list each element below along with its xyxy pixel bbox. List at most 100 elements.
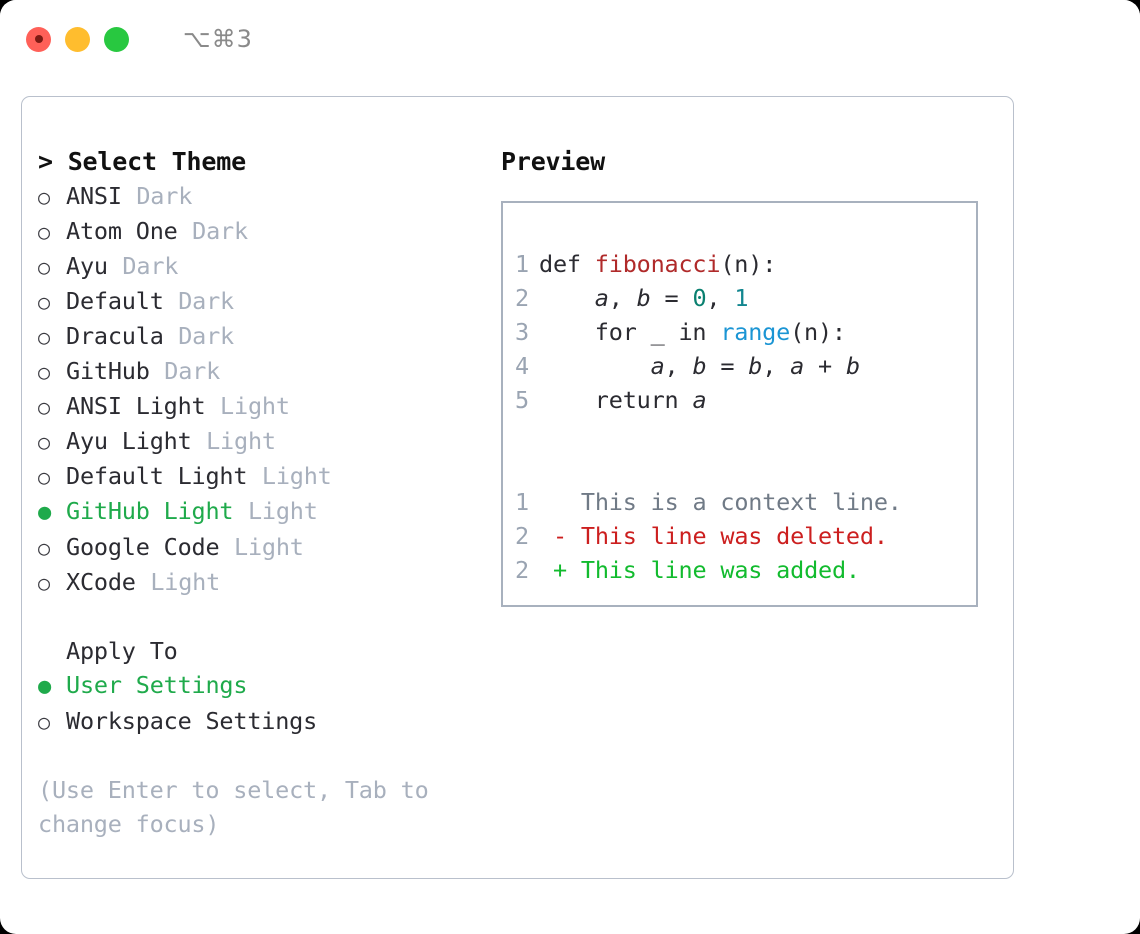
diff-line-number: 2 [515,522,529,550]
radio-unselected-icon[interactable]: ○ [38,185,50,209]
theme-variant-label: Light [234,533,304,561]
diff-text: This line was added. [566,556,860,584]
code-token: a [650,352,665,380]
code-token: range [720,318,791,346]
code-token: a [790,352,805,380]
title-bar: ⌥⌘3 [0,0,1140,78]
theme-name: Ayu [66,252,108,280]
list-spacer [38,600,488,634]
apply-to-item[interactable]: ● User Settings [38,668,488,704]
theme-name: Google Code [66,533,220,561]
theme-name: Default Light [66,462,248,490]
code-token: a [692,386,707,414]
code-token: b [692,352,707,380]
theme-name: GitHub Light [66,497,234,525]
theme-list-item[interactable]: ○ GitHub Dark [38,354,488,389]
radio-unselected-icon[interactable]: ○ [38,290,50,314]
apply-to-list: ● User Settings ○ Workspace Settings [38,668,488,739]
theme-variant-label: Dark [122,252,179,280]
theme-list-item[interactable]: ○ Ayu Dark [38,249,488,284]
radio-selected-icon[interactable]: ● [38,674,52,699]
code-token: for _ in [539,318,721,346]
close-button-icon[interactable] [26,26,51,52]
diff-sign [539,485,567,519]
code-line-content: def fibonacci(n): [539,247,776,281]
theme-name: XCode [66,568,136,596]
theme-name: ANSI [66,182,122,210]
radio-unselected-icon[interactable]: ○ [38,465,50,489]
theme-list-item[interactable]: ○ Dracula Dark [38,319,488,354]
theme-variant-label: Dark [178,322,234,350]
select-theme-header: > Select Theme [38,147,246,176]
radio-unselected-icon[interactable]: ○ [38,325,50,349]
code-token: (n): [790,318,846,346]
code-line: 5 return a [503,383,976,417]
diff-text: This line was deleted. [566,522,888,550]
preview-title: Preview [501,147,605,176]
diff-line-number: 2 [515,556,529,584]
theme-name: Dracula [66,322,164,350]
line-number: 2 [515,284,529,312]
code-line-content: return a [539,383,707,417]
maximize-button-icon[interactable] [104,26,129,52]
theme-variant-label: Light [261,462,332,490]
apply-to-item[interactable]: ○ Workspace Settings [38,704,488,739]
apply-to-name: User Settings [66,671,248,699]
theme-list-item[interactable]: ○ XCode Light [38,565,488,600]
apply-to-name: Workspace Settings [66,707,318,735]
code-token: return [539,386,693,414]
minimize-button-icon[interactable] [65,26,90,52]
radio-unselected-icon[interactable]: ○ [38,220,50,244]
code-token: , [762,352,791,380]
theme-variant-label: Light [150,568,221,596]
theme-name: Ayu Light [66,427,192,455]
code-token: = [650,284,693,312]
keyboard-shortcut-label: ⌥⌘3 [183,25,253,53]
code-token: + [804,352,846,380]
code-line: 2 a, b = 0, 1 [503,281,976,315]
code-diff-spacer [503,417,976,451]
line-number: 3 [515,318,529,346]
radio-unselected-icon[interactable]: ○ [38,430,50,454]
radio-unselected-icon[interactable]: ○ [38,536,50,560]
code-token: def [539,250,595,278]
theme-list-item[interactable]: ○ Default Light Light [38,459,488,494]
theme-list-item[interactable]: ● GitHub Light Light [38,494,488,530]
radio-selected-icon[interactable]: ● [38,500,52,525]
code-token: , [706,284,735,312]
theme-variant-label: Dark [164,357,221,385]
code-token: a [594,284,609,312]
radio-unselected-icon[interactable]: ○ [38,395,50,419]
code-line-content: for _ in range(n): [539,315,846,349]
radio-unselected-icon[interactable]: ○ [38,571,50,595]
line-number: 5 [515,386,529,414]
radio-unselected-icon[interactable]: ○ [38,360,50,384]
theme-list-item[interactable]: ○ Google Code Light [38,530,488,565]
diff-line: 1 This is a context line. [503,485,976,519]
code-line-content: a, b = 0, 1 [539,281,749,315]
theme-name: GitHub [66,357,150,385]
radio-unselected-icon[interactable]: ○ [38,255,50,279]
code-token [539,352,651,380]
code-line-content: a, b = b, a + b [539,349,860,383]
keyboard-hint-text: (Use Enter to select, Tab to change focu… [38,776,429,838]
diff-sign: + [553,556,567,584]
code-diff-spacer-2 [503,451,976,485]
diff-line-number: 1 [515,488,529,516]
diff-line: 2 + This line was added. [503,553,976,587]
theme-variant-label: Light [247,497,318,525]
theme-name: Default [66,287,164,315]
theme-name: Atom One [66,217,178,245]
radio-unselected-icon[interactable]: ○ [38,710,50,734]
code-token: b [845,352,860,380]
code-token: 0 [692,284,707,312]
